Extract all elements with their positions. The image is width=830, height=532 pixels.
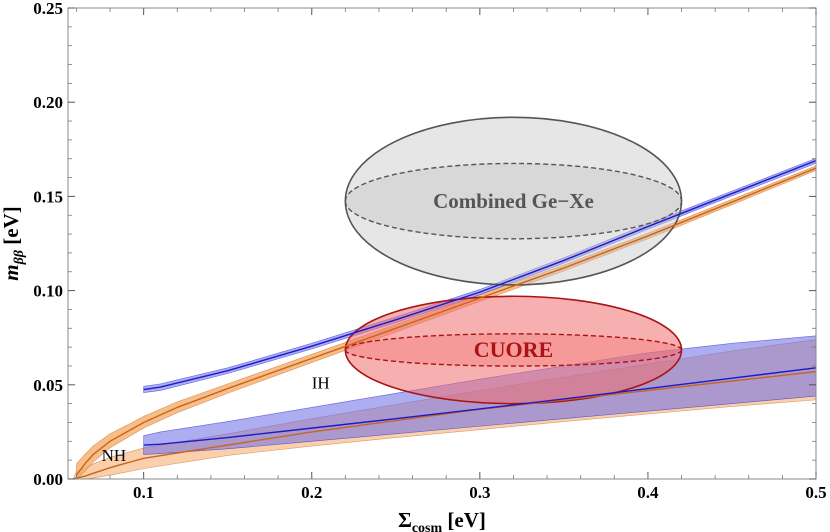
curve-label-nh: NH <box>102 446 127 465</box>
region-cuore-inner <box>345 333 682 367</box>
curve-label-ih: IH <box>312 374 330 393</box>
y-tick-label: 0.15 <box>33 187 63 206</box>
curve-nh-orange <box>72 370 816 479</box>
x-tick-label: 0.1 <box>133 483 154 502</box>
region-inner-lower-edge <box>344 201 683 240</box>
band-ih-orange <box>76 165 816 479</box>
y-tick-label: 0.20 <box>33 93 63 112</box>
x-tick-label: 0.5 <box>805 483 826 502</box>
y-tick-label: 0.25 <box>33 0 63 18</box>
region-layer <box>344 116 683 405</box>
plot-frame <box>67 7 817 480</box>
region-label-combined-ge-xe: Combined Ge−Xe <box>433 189 594 213</box>
region-inner-lower-edge <box>344 349 683 367</box>
x-tick-label: 0.3 <box>469 483 490 502</box>
region-label-cuore: CUORE <box>474 337 553 362</box>
x-tick-label: 0.4 <box>637 483 659 502</box>
region-combined-ge-xe-inner <box>345 163 682 239</box>
y-axis-title: mββ [eV] <box>0 206 27 280</box>
curve-ih-blue <box>143 159 816 391</box>
y-tick-label: 0.10 <box>33 282 63 301</box>
region-inner-upper-edge <box>344 333 683 351</box>
x-axis-title: Σcosm [eV] <box>398 508 486 532</box>
curve-nh-blue <box>143 367 816 446</box>
frame-layer <box>67 7 817 480</box>
y-tick-label: 0.05 <box>33 376 63 395</box>
x-tick-label: 0.2 <box>301 483 322 502</box>
line-layer <box>72 159 816 479</box>
region-inner-upper-edge <box>344 162 683 202</box>
band-ih-blue <box>143 158 816 394</box>
curve-ih-orange <box>75 167 816 476</box>
y-tick-label: 0.00 <box>33 470 63 489</box>
